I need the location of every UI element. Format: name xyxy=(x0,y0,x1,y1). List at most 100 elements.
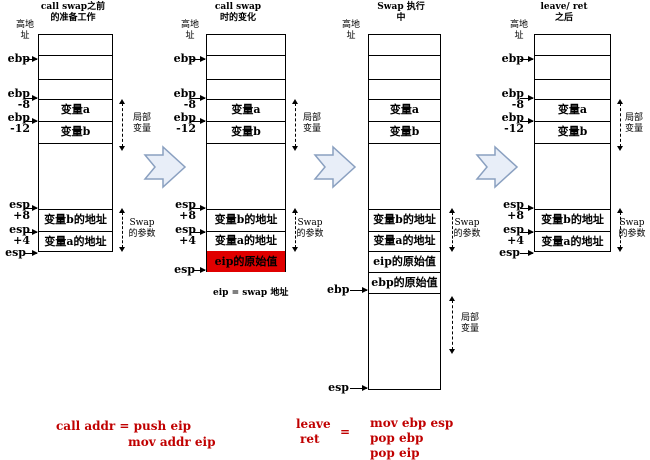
reg-esp-plus-4: esp+4 xyxy=(9,223,30,247)
local-vars-span-arrow xyxy=(119,99,125,151)
reg-esp-plus-4: esp+4 xyxy=(503,223,524,247)
panel-3-title: Swap 执行中 xyxy=(377,2,425,23)
local-vars-span-arrow xyxy=(292,99,298,151)
stack-cell-addr-b: 变量b的地址 xyxy=(44,213,107,226)
reg-ebp-minus-8: ebp-8 xyxy=(173,87,196,111)
stack-1: 变量a 变量b 变量b的地址 变量a的地址 xyxy=(38,34,113,252)
reg-ebp: ebp xyxy=(327,283,350,296)
reg-esp: esp xyxy=(499,246,520,259)
call-addr-definition-line2: mov addr eip xyxy=(128,435,216,449)
reg-esp-plus-8: esp+8 xyxy=(175,198,196,222)
local-vars-span-arrow xyxy=(617,99,623,151)
stack-4: 变量a 变量b 变量b的地址 变量a的地址 xyxy=(534,34,611,252)
leave-label: leave xyxy=(296,417,331,431)
pointer-arrow xyxy=(520,95,534,101)
op-mov-ebp-esp: mov ebp esp xyxy=(370,416,454,430)
stack-cell-addr-a: 变量a的地址 xyxy=(373,234,436,247)
ret-label: ret xyxy=(300,432,320,446)
equals-sign: = xyxy=(340,425,351,439)
pointer-arrow xyxy=(24,229,38,235)
stack-2: 变量a 变量b 变量b的地址 变量a的地址 eip的原始值 xyxy=(206,34,286,272)
next-step-arrow-icon xyxy=(143,145,187,189)
stack-cell-addr-a: 变量a的地址 xyxy=(541,235,604,248)
stack-cell-addr-a: 变量a的地址 xyxy=(214,234,278,247)
stack-cell-addr-a: 变量a的地址 xyxy=(44,235,107,248)
reg-esp-plus-8: esp+8 xyxy=(9,198,30,222)
pointer-arrow xyxy=(350,287,368,293)
next-step-arrow-icon xyxy=(475,145,519,189)
eip-caption: eip = swap 地址 xyxy=(213,288,289,298)
local-vars-label: 局部变量 xyxy=(460,313,479,334)
stack-cell-var-a: 变量a xyxy=(389,103,420,116)
pointer-arrow xyxy=(191,205,206,211)
reg-ebp-minus-8: ebp-8 xyxy=(501,87,524,111)
reg-ebp: ebp xyxy=(173,52,196,65)
reg-ebp-minus-12: ebp-12 xyxy=(501,111,524,135)
pointer-arrow xyxy=(520,250,534,256)
op-pop-ebp: pop ebp xyxy=(370,431,424,445)
panel-1-title-line1: call swap之前 xyxy=(40,2,106,12)
pointer-arrow xyxy=(24,95,38,101)
pointer-arrow xyxy=(520,56,534,62)
local-vars-label: 局部变量 xyxy=(302,113,321,134)
high-address-label: 高地址 xyxy=(510,20,529,41)
reg-esp-plus-4: esp+4 xyxy=(175,223,196,247)
local-vars-label: 局部变量 xyxy=(624,113,643,134)
pointer-arrow xyxy=(191,229,206,235)
pointer-arrow xyxy=(520,118,534,124)
high-address-label: 高地 址 xyxy=(16,20,35,41)
swap-params-span-arrow xyxy=(617,208,623,252)
pointer-arrow xyxy=(520,205,534,211)
pointer-arrow xyxy=(191,95,206,101)
swap-params-span-arrow xyxy=(449,208,455,252)
stack-cell-var-b: 变量b xyxy=(231,125,261,138)
pointer-arrow xyxy=(520,229,534,235)
swap-params-span-arrow xyxy=(119,208,125,252)
reg-esp: esp xyxy=(174,263,195,276)
stack-3: 变量a 变量b 变量b的地址 变量a的地址 eip的原始值 ebp的原始值 xyxy=(368,34,441,390)
reg-ebp: ebp xyxy=(7,52,30,65)
pointer-arrow xyxy=(350,385,368,391)
reg-ebp-minus-12: ebp-12 xyxy=(7,111,30,135)
stack-cell-eip-original: eip的原始值 xyxy=(373,255,436,268)
op-pop-eip: pop eip xyxy=(370,446,420,460)
local-vars-label: 局部变量 xyxy=(132,113,151,134)
call-addr-definition: call addr = push eip xyxy=(56,419,192,433)
stack-cell-var-a: 变量a xyxy=(60,103,91,116)
pointer-arrow xyxy=(191,118,206,124)
pointer-arrow xyxy=(24,118,38,124)
pointer-arrow xyxy=(24,205,38,211)
pointer-arrow xyxy=(191,56,206,62)
high-address-label: 高地址 xyxy=(342,20,361,41)
pointer-arrow xyxy=(24,250,38,256)
next-step-arrow-icon xyxy=(313,145,357,189)
reg-esp: esp xyxy=(5,246,26,259)
panel-1-title-line2: 的准备工作 xyxy=(50,13,96,23)
reg-ebp-minus-12: ebp-12 xyxy=(173,111,196,135)
stack-cell-var-a: 变量a xyxy=(557,103,588,116)
stack-cell-var-b: 变量b xyxy=(557,125,588,138)
panel-2-title: call swap 时的变化 xyxy=(214,2,262,23)
pointer-arrow xyxy=(24,56,38,62)
reg-esp-plus-8: esp+8 xyxy=(503,198,524,222)
pointer-arrow xyxy=(193,267,206,273)
stack-cell-var-a: 变量a xyxy=(231,103,261,116)
stack-cell-addr-b: 变量b的地址 xyxy=(373,213,436,226)
stack-cell-addr-b: 变量b的地址 xyxy=(214,213,278,226)
local-vars-span-arrow xyxy=(449,296,455,354)
reg-esp: esp xyxy=(328,381,349,394)
stack-cell-addr-b: 变量b的地址 xyxy=(541,213,604,226)
stack-cell-var-b: 变量b xyxy=(389,125,420,138)
reg-ebp-minus-8: ebp-8 xyxy=(7,87,30,111)
stack-cell-eip-original-highlighted: eip的原始值 xyxy=(207,251,285,272)
panel-1-title: call swap之前 的准备工作 xyxy=(28,2,118,24)
swap-params-span-arrow xyxy=(292,208,298,252)
stack-cell-var-b: 变量b xyxy=(60,125,91,138)
reg-ebp: ebp xyxy=(501,52,524,65)
high-address-label: 高地址 xyxy=(181,20,200,41)
